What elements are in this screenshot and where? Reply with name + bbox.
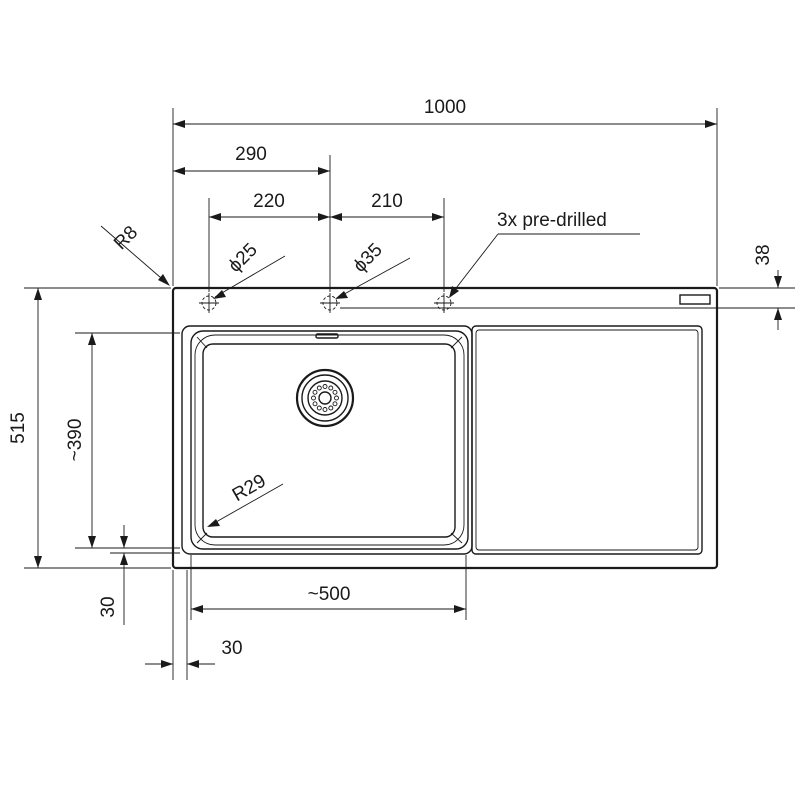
label-overall-depth: 515 bbox=[8, 412, 29, 444]
drain-ring-outer bbox=[295, 368, 355, 428]
leader-lines bbox=[100, 225, 640, 527]
label-corner-radius-bowl: R29 bbox=[229, 470, 270, 506]
drain-hole bbox=[328, 405, 334, 411]
drain-hole bbox=[316, 405, 322, 411]
label-overall-width: 1000 bbox=[424, 97, 466, 118]
dimension-labels: 1000 290 220 210 3x pre-drilled R8 ϕ25 ϕ… bbox=[8, 97, 774, 659]
bowl-corner-line bbox=[196, 532, 208, 544]
drain-holes bbox=[311, 384, 339, 412]
label-predrilled: 3x pre-drilled bbox=[497, 210, 607, 231]
label-bowl-width: ~500 bbox=[308, 584, 351, 605]
dimension-lines bbox=[34, 120, 782, 668]
drain-strainer bbox=[295, 368, 355, 428]
label-hole-diameter-small: ϕ25 bbox=[224, 239, 261, 276]
tap-holes bbox=[199, 293, 454, 313]
tap-hole-left bbox=[199, 293, 219, 313]
drainer-inner bbox=[475, 329, 699, 551]
tap-hole-center bbox=[320, 293, 340, 313]
bowl-rim-outer bbox=[181, 325, 473, 555]
bowl bbox=[181, 325, 473, 555]
drainer-board bbox=[471, 325, 703, 555]
tap-hole-right bbox=[434, 293, 454, 313]
label-front-margin: 30 bbox=[98, 596, 119, 617]
label-corner-radius-outer: R8 bbox=[110, 222, 142, 254]
bowl-corner-line bbox=[450, 336, 463, 349]
label-hole-spacing-right: 210 bbox=[371, 191, 403, 212]
drain-hole bbox=[332, 389, 338, 395]
drain-hole bbox=[328, 385, 334, 391]
bowl-corner-line bbox=[450, 532, 463, 544]
drain-hole bbox=[332, 401, 338, 407]
label-bowl-depth: ~390 bbox=[65, 419, 86, 462]
sink-outer-edge bbox=[171, 286, 719, 570]
drain-hole bbox=[322, 384, 328, 389]
bowl-overflow-slot bbox=[315, 333, 339, 339]
label-tap-offset-left: 290 bbox=[235, 144, 267, 165]
label-hole-diameter-large: ϕ35 bbox=[349, 239, 386, 276]
bowl-floor bbox=[202, 343, 456, 538]
sink-outline bbox=[171, 286, 719, 570]
overflow-marker bbox=[679, 294, 711, 305]
drain-hole bbox=[316, 385, 322, 391]
drain-hole bbox=[311, 395, 316, 401]
drainer-outer bbox=[471, 325, 703, 555]
bowl-corner-line bbox=[196, 336, 208, 349]
drain-ring-middle bbox=[301, 374, 349, 422]
drain-hole bbox=[322, 407, 328, 412]
drain-ring-inner bbox=[307, 380, 343, 416]
drain-hole bbox=[312, 389, 318, 395]
drain-hole bbox=[312, 401, 318, 407]
drain-center bbox=[318, 391, 332, 405]
extension-lines bbox=[24, 108, 795, 680]
bowl-slope bbox=[194, 334, 465, 546]
drain-hole bbox=[334, 395, 339, 401]
label-back-margin: 38 bbox=[753, 244, 774, 265]
bowl-rim-inner bbox=[190, 330, 469, 550]
label-side-margin: 30 bbox=[221, 638, 242, 659]
label-hole-spacing-left: 220 bbox=[253, 191, 285, 212]
